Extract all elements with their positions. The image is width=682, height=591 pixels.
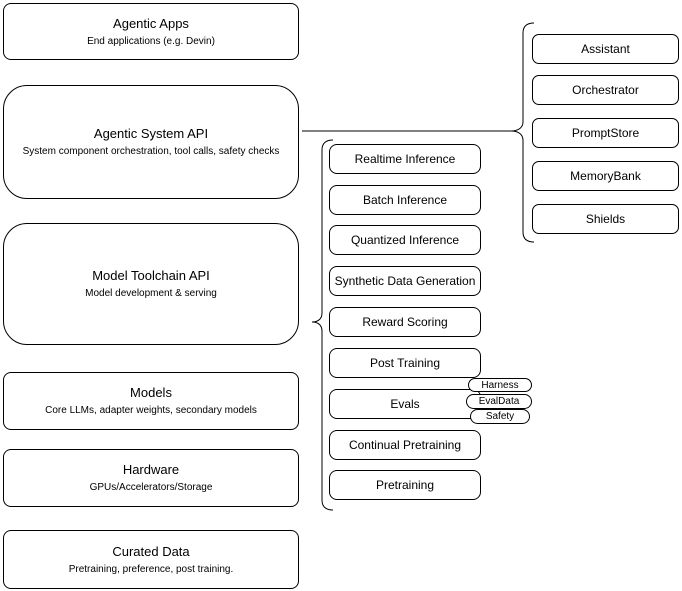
node-orchestrator[interactable]: Orchestrator xyxy=(532,75,679,105)
node-label: Batch Inference xyxy=(362,193,448,207)
node-subtitle: End applications (e.g. Devin) xyxy=(87,35,215,47)
node-agentic-system-api[interactable]: Agentic System API System component orch… xyxy=(3,85,299,199)
node-label: Evals xyxy=(390,397,420,411)
node-continual-pretraining[interactable]: Continual Pretraining xyxy=(329,430,481,460)
node-assistant[interactable]: Assistant xyxy=(532,34,679,64)
node-promptstore[interactable]: PromptStore xyxy=(532,118,679,148)
node-label: Synthetic Data Generation xyxy=(334,274,476,288)
node-label: Pretraining xyxy=(375,478,435,492)
node-label: MemoryBank xyxy=(570,169,641,183)
node-label: Realtime Inference xyxy=(354,152,456,166)
node-title: Model Toolchain API xyxy=(92,268,210,283)
node-quantized-inference[interactable]: Quantized Inference xyxy=(329,225,481,255)
pill-label: EvalData xyxy=(478,396,520,407)
node-title: Agentic Apps xyxy=(113,15,189,31)
components-group-brace xyxy=(510,22,535,243)
node-label: Quantized Inference xyxy=(350,233,460,247)
node-label: Assistant xyxy=(581,42,630,56)
pill-evaldata[interactable]: EvalData xyxy=(466,394,532,409)
node-models[interactable]: Models Core LLMs, adapter weights, secon… xyxy=(3,372,299,430)
node-subtitle: System component orchestration, tool cal… xyxy=(22,146,280,157)
node-subtitle: GPUs/Accelerators/Storage xyxy=(89,482,213,493)
node-batch-inference[interactable]: Batch Inference xyxy=(329,185,481,215)
node-label: Continual Pretraining xyxy=(348,438,462,452)
node-evals[interactable]: Evals xyxy=(329,389,481,419)
node-curated-data[interactable]: Curated Data Pretraining, preference, po… xyxy=(3,530,299,589)
pill-label: Harness xyxy=(481,379,519,391)
node-reward-scoring[interactable]: Reward Scoring xyxy=(329,307,481,337)
node-label: Shields xyxy=(585,212,626,226)
node-subtitle: Pretraining, preference, post training. xyxy=(68,563,234,575)
node-shields[interactable]: Shields xyxy=(532,204,679,234)
node-label: Post Training xyxy=(369,356,441,370)
node-hardware[interactable]: Hardware GPUs/Accelerators/Storage xyxy=(3,449,299,507)
node-synthetic-data-generation[interactable]: Synthetic Data Generation xyxy=(329,266,481,296)
node-title: Models xyxy=(130,385,172,400)
pill-label: Safety xyxy=(485,411,515,422)
node-memorybank[interactable]: MemoryBank xyxy=(532,161,679,191)
node-subtitle: Model development & serving xyxy=(85,288,217,299)
node-realtime-inference[interactable]: Realtime Inference xyxy=(329,144,481,174)
node-label: PromptStore xyxy=(571,126,640,140)
pipeline-group-brace xyxy=(311,139,334,511)
pill-safety[interactable]: Safety xyxy=(470,409,530,424)
node-title: Hardware xyxy=(122,462,180,477)
node-label: Orchestrator xyxy=(572,83,639,97)
node-subtitle: Core LLMs, adapter weights, secondary mo… xyxy=(45,405,257,416)
pill-harness[interactable]: Harness xyxy=(468,378,532,392)
node-agentic-apps[interactable]: Agentic Apps End applications (e.g. Devi… xyxy=(3,3,299,60)
node-title: Curated Data xyxy=(112,543,190,559)
node-post-training[interactable]: Post Training xyxy=(329,348,481,378)
node-title: Agentic System API xyxy=(93,126,209,141)
node-model-toolchain-api[interactable]: Model Toolchain API Model development & … xyxy=(3,223,299,345)
node-label: Reward Scoring xyxy=(362,315,448,329)
node-pretraining[interactable]: Pretraining xyxy=(329,470,481,500)
